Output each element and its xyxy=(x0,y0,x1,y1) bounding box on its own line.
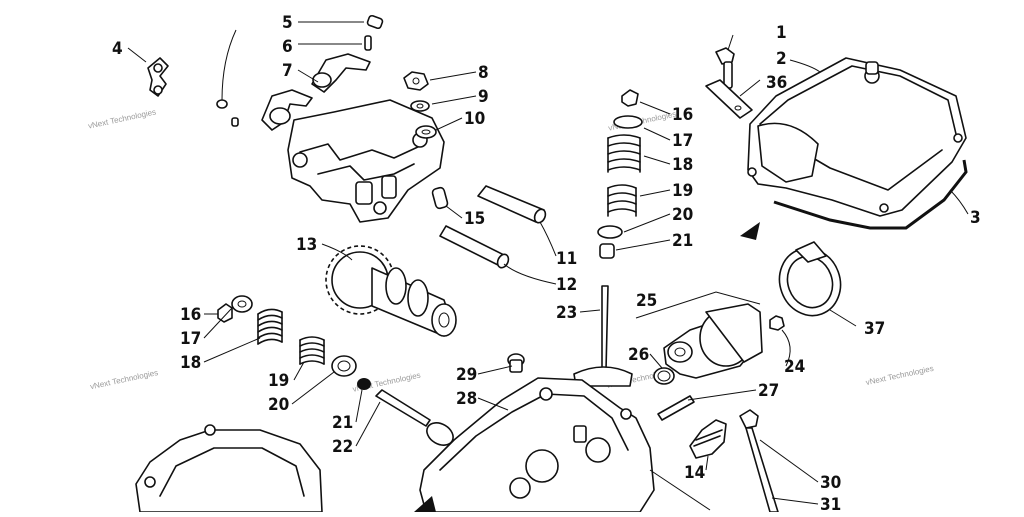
callout-20-left: 20 xyxy=(268,395,289,415)
part-20-seat xyxy=(331,355,357,377)
callout-labels: 1 2 36 3 4 5 6 7 8 9 10 16 17 18 19 20 2… xyxy=(112,13,981,515)
part-1-bolt xyxy=(715,47,735,89)
rocker-carrier xyxy=(287,99,445,223)
callout-24: 24 xyxy=(784,357,805,377)
callout-28: 28 xyxy=(456,389,477,409)
part-24-nut xyxy=(769,315,785,331)
part-4-bracket xyxy=(147,57,169,97)
callout-5: 5 xyxy=(282,13,293,33)
part-22-valve xyxy=(375,389,454,446)
part-11-shaft xyxy=(477,185,547,224)
watermark-text: vNext Technologies xyxy=(865,364,935,387)
callout-13: 13 xyxy=(296,235,317,255)
part-23-valve xyxy=(573,285,633,387)
arrow-marker xyxy=(414,496,436,512)
watermark-text: vNext Technologies xyxy=(89,368,159,391)
part-30-bolt xyxy=(739,409,779,513)
callout-9: 9 xyxy=(478,87,489,107)
callout-16-left: 16 xyxy=(180,305,201,325)
callout-18-top: 18 xyxy=(672,155,693,175)
callout-25: 25 xyxy=(636,291,657,311)
part-21-seal xyxy=(357,378,371,390)
part-14-spark-plug xyxy=(689,419,727,459)
callout-8: 8 xyxy=(478,63,489,83)
part-26-o-ring xyxy=(653,367,675,385)
part-5-plug xyxy=(366,14,384,30)
part-8-nut xyxy=(403,71,429,91)
callout-6: 6 xyxy=(282,37,293,57)
part-9-washer xyxy=(410,100,430,112)
callout-36: 36 xyxy=(766,73,787,93)
part-19-spring xyxy=(299,336,325,365)
callout-10: 10 xyxy=(464,109,485,129)
part-29-plug xyxy=(507,353,525,373)
part-25-intake-boot xyxy=(663,303,763,379)
callout-29: 29 xyxy=(456,365,477,385)
part-13-camshaft xyxy=(325,245,457,337)
callout-30: 30 xyxy=(820,473,841,493)
callout-21-top: 21 xyxy=(672,231,693,251)
leader-bracket-25 xyxy=(635,291,761,319)
callout-4: 4 xyxy=(112,39,123,59)
callout-14: 14 xyxy=(684,463,705,483)
callout-20-top: 20 xyxy=(672,205,693,225)
callout-2: 2 xyxy=(776,49,787,69)
callout-18-left: 18 xyxy=(180,353,201,373)
part-12-shaft xyxy=(439,225,510,269)
part-36-bracket xyxy=(705,79,753,119)
callout-19-left: 19 xyxy=(268,371,289,391)
part-16-keeper xyxy=(217,303,233,323)
part-27-stud xyxy=(657,395,695,421)
arrow-marker xyxy=(740,222,760,240)
callout-17-top: 17 xyxy=(672,131,693,151)
part-2-valve-cover xyxy=(747,57,967,217)
part-21-seal xyxy=(599,243,615,259)
callout-31: 31 xyxy=(820,495,841,512)
callout-22: 22 xyxy=(332,437,353,457)
callout-12: 12 xyxy=(556,275,577,295)
part-17-retainer xyxy=(613,115,643,129)
cylinder xyxy=(135,424,323,513)
part-7-rocker-arms xyxy=(216,53,371,131)
part-18-spring xyxy=(607,134,641,173)
part-17-retainer xyxy=(231,295,253,313)
callout-26: 26 xyxy=(628,345,649,365)
callout-1: 1 xyxy=(776,23,787,43)
part-10-washer xyxy=(415,125,437,139)
right-valve-stack xyxy=(573,89,643,387)
part-28-cylinder-head xyxy=(419,377,655,513)
part-20-seat xyxy=(597,225,623,239)
callout-15: 15 xyxy=(464,209,485,229)
callout-19-top: 19 xyxy=(672,181,693,201)
leader-lines xyxy=(127,21,969,511)
callout-23: 23 xyxy=(556,303,577,323)
callout-16-top: 16 xyxy=(672,105,693,125)
callout-3: 3 xyxy=(970,208,981,228)
part-19-spring xyxy=(607,184,637,217)
callout-11: 11 xyxy=(556,249,577,269)
part-15-pin xyxy=(431,186,449,210)
part-6-pin xyxy=(364,35,372,51)
watermark-text: vNext Technologies xyxy=(87,107,157,130)
part-37-clamp xyxy=(778,241,842,317)
part-16-keeper xyxy=(621,89,639,107)
callout-21-left: 21 xyxy=(332,413,353,433)
callout-17-left: 17 xyxy=(180,329,201,349)
part-3-gasket xyxy=(773,159,968,230)
callout-7: 7 xyxy=(282,61,293,81)
callout-37: 37 xyxy=(864,319,885,339)
part-18-spring xyxy=(257,308,283,345)
callout-27: 27 xyxy=(758,381,779,401)
